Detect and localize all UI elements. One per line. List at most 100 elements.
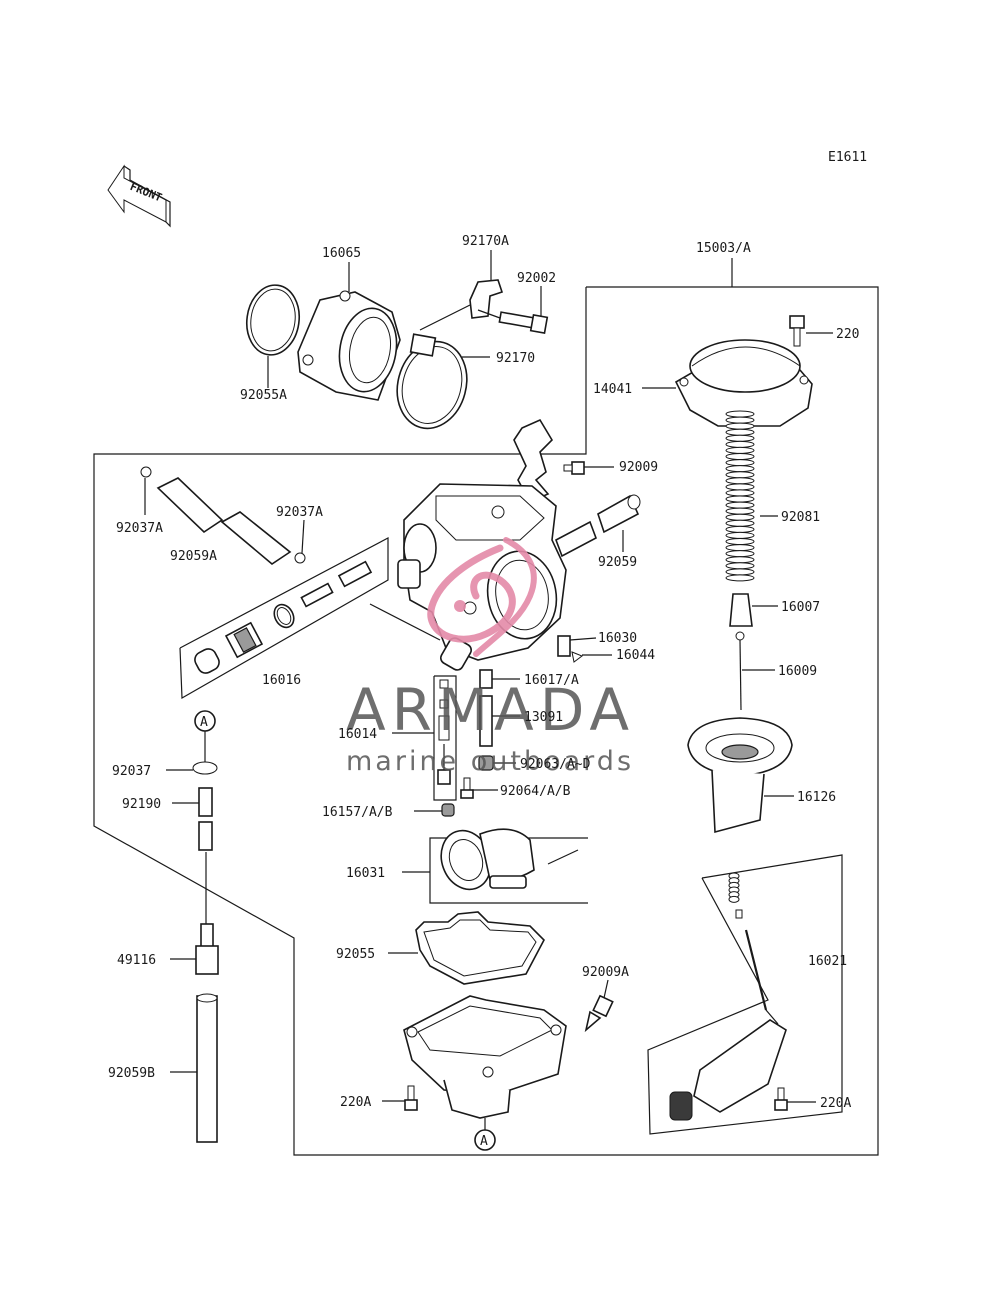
spring-coil (725, 434, 755, 442)
spring-coil (725, 483, 755, 491)
spring-coil (725, 416, 755, 424)
tube-92059 (555, 494, 641, 558)
spring-coil (725, 410, 755, 418)
top-cover-14041 (674, 339, 813, 427)
spring-coil (725, 453, 755, 460)
float-bowl (403, 995, 567, 1119)
callout-92037: 92037 (112, 764, 151, 779)
callout-92190: 92190 (122, 797, 161, 812)
spring-coil (725, 531, 755, 539)
spring-coil (725, 519, 755, 527)
spring-coil (725, 513, 755, 521)
callout-92037a-left: 92037A (116, 521, 163, 536)
diaphragm-piston-16126 (687, 717, 793, 834)
hose-92190-upper (198, 787, 213, 817)
panel-16014 (433, 675, 457, 801)
callout-92064: 92064/A/B (500, 784, 571, 799)
bracket-92170a (469, 279, 504, 319)
spring-coil (725, 574, 755, 582)
fitting-49116 (195, 923, 219, 975)
screw-92002 (498, 311, 549, 335)
spring-coil (725, 446, 755, 454)
callout-16009: 16009 (778, 664, 817, 679)
spring-16044 (571, 651, 584, 663)
callout-92059a: 92059A (170, 549, 217, 564)
clip-92037 (192, 761, 218, 775)
watermark-tagline: marine outboards (346, 746, 634, 777)
screw-220 (789, 315, 805, 347)
spring-coil (725, 495, 755, 503)
starter-plunger-16016 (194, 560, 373, 674)
jet-92064 (460, 777, 474, 799)
panel-16021 (647, 854, 843, 1135)
callout-16030: 16030 (598, 631, 637, 646)
marker-a-top-label: A (200, 715, 208, 730)
diagram-code: E1611 (828, 150, 867, 165)
jet-16157 (441, 803, 455, 817)
callout-13091: 13091 (524, 710, 563, 725)
needle-holder-16007 (729, 593, 753, 627)
callout-16021: 16021 (808, 954, 847, 969)
drain-screw-92009a (584, 994, 614, 1033)
callout-92063: 92063/A~D (520, 757, 591, 772)
spring-coil (725, 507, 755, 515)
callout-92170: 92170 (496, 351, 535, 366)
watermark-brand: ARMADA (346, 676, 635, 744)
callout-16126: 16126 (797, 790, 836, 805)
spring-coil (725, 544, 755, 552)
marker-a-bottom-label: A (480, 1134, 488, 1149)
callout-92037a-right: 92037A (276, 505, 323, 520)
callout-16017a: 16017/A (524, 673, 579, 688)
clip-92037a-left (140, 466, 152, 478)
callout-220: 220 (836, 327, 859, 342)
callout-16065: 16065 (322, 246, 361, 261)
callout-92009: 92009 (619, 460, 658, 475)
spring-coil (725, 538, 755, 545)
callout-92170a: 92170A (462, 234, 509, 249)
callout-16157: 16157/A/B (322, 805, 393, 820)
spring-92081 (725, 410, 755, 582)
float-needle-16014 (437, 679, 451, 785)
spring-coil (725, 562, 755, 570)
clip-92037a-right (294, 552, 306, 564)
callout-92055a: 92055A (240, 388, 287, 403)
spring-coil (725, 550, 755, 558)
spring-coil (725, 428, 755, 436)
spring-coil (725, 471, 755, 479)
callout-92059: 92059 (598, 555, 637, 570)
callout-16007: 16007 (781, 600, 820, 615)
spring-coil (725, 556, 755, 564)
float-16031 (440, 828, 579, 891)
spring-coil (725, 422, 755, 430)
spring-coil (725, 501, 755, 509)
front-direction-arrow-icon: FRONT (107, 164, 171, 228)
pilot-screw-16030 (557, 635, 571, 657)
callout-92081: 92081 (781, 510, 820, 525)
spring-coil (725, 477, 755, 485)
clamp-92170 (396, 333, 468, 430)
spring-coil (725, 465, 755, 473)
carburetor-holder-16065 (297, 290, 401, 401)
tube-92059a (156, 477, 292, 565)
callout-92009a: 92009A (582, 965, 629, 980)
callout-220a-left: 220A (340, 1095, 371, 1110)
callout-16014: 16014 (338, 727, 377, 742)
screw-220a-right (774, 1087, 788, 1111)
spring-coil (725, 568, 755, 576)
callout-14041: 14041 (593, 382, 632, 397)
spring-coil (725, 440, 755, 448)
callout-220a-right: 220A (820, 1096, 851, 1111)
screw-92009 (563, 461, 585, 475)
callout-49116: 49116 (117, 953, 156, 968)
hose-92190-lower (198, 821, 213, 851)
callout-92059b: 92059B (108, 1066, 155, 1081)
screw-220a-left (404, 1085, 418, 1111)
spring-coil (725, 489, 755, 497)
throttle-bracket (513, 418, 554, 504)
hose-92059b (196, 995, 218, 1143)
callout-16031: 16031 (346, 866, 385, 881)
panel-16016 (179, 537, 389, 700)
spring-coil (728, 895, 740, 903)
